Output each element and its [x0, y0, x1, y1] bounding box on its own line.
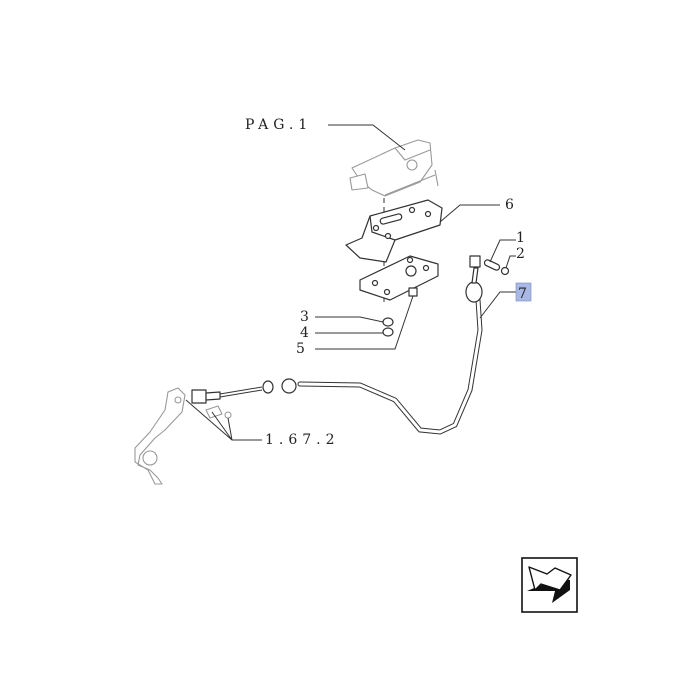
callout-3[interactable]: 3	[300, 309, 309, 325]
leader-pag1	[328, 124, 406, 151]
callout-7[interactable]: 7	[518, 286, 527, 302]
reference-1-67-2[interactable]: 1.67.2	[265, 432, 340, 448]
callout-2[interactable]: 2	[516, 246, 525, 262]
pin-part-1	[483, 259, 501, 271]
leader-5	[315, 295, 414, 350]
washer-part-3	[382, 317, 394, 327]
pedal-pad-part-6	[345, 199, 443, 263]
callout-7-highlight	[515, 282, 532, 302]
pedal-bracket	[349, 139, 439, 305]
callout-5[interactable]: 5	[296, 341, 305, 357]
clip-part-2	[500, 266, 510, 276]
callout-6[interactable]: 6	[505, 197, 514, 213]
lever-assembly	[134, 387, 232, 485]
leader-6	[439, 204, 500, 223]
cable-part-7	[191, 255, 483, 435]
leader-3	[315, 316, 384, 323]
callout-4[interactable]: 4	[300, 325, 309, 341]
nut-part-4	[382, 327, 394, 337]
next-page-arrow-icon[interactable]	[521, 557, 578, 613]
leader-7	[479, 291, 516, 319]
leader-1	[489, 239, 516, 263]
leader-1672	[185, 399, 262, 441]
callout-1[interactable]: 1	[516, 230, 525, 246]
reference-pag1[interactable]: PAG.1	[245, 117, 312, 133]
pedal-plate	[359, 255, 439, 301]
leader-2	[505, 255, 516, 269]
